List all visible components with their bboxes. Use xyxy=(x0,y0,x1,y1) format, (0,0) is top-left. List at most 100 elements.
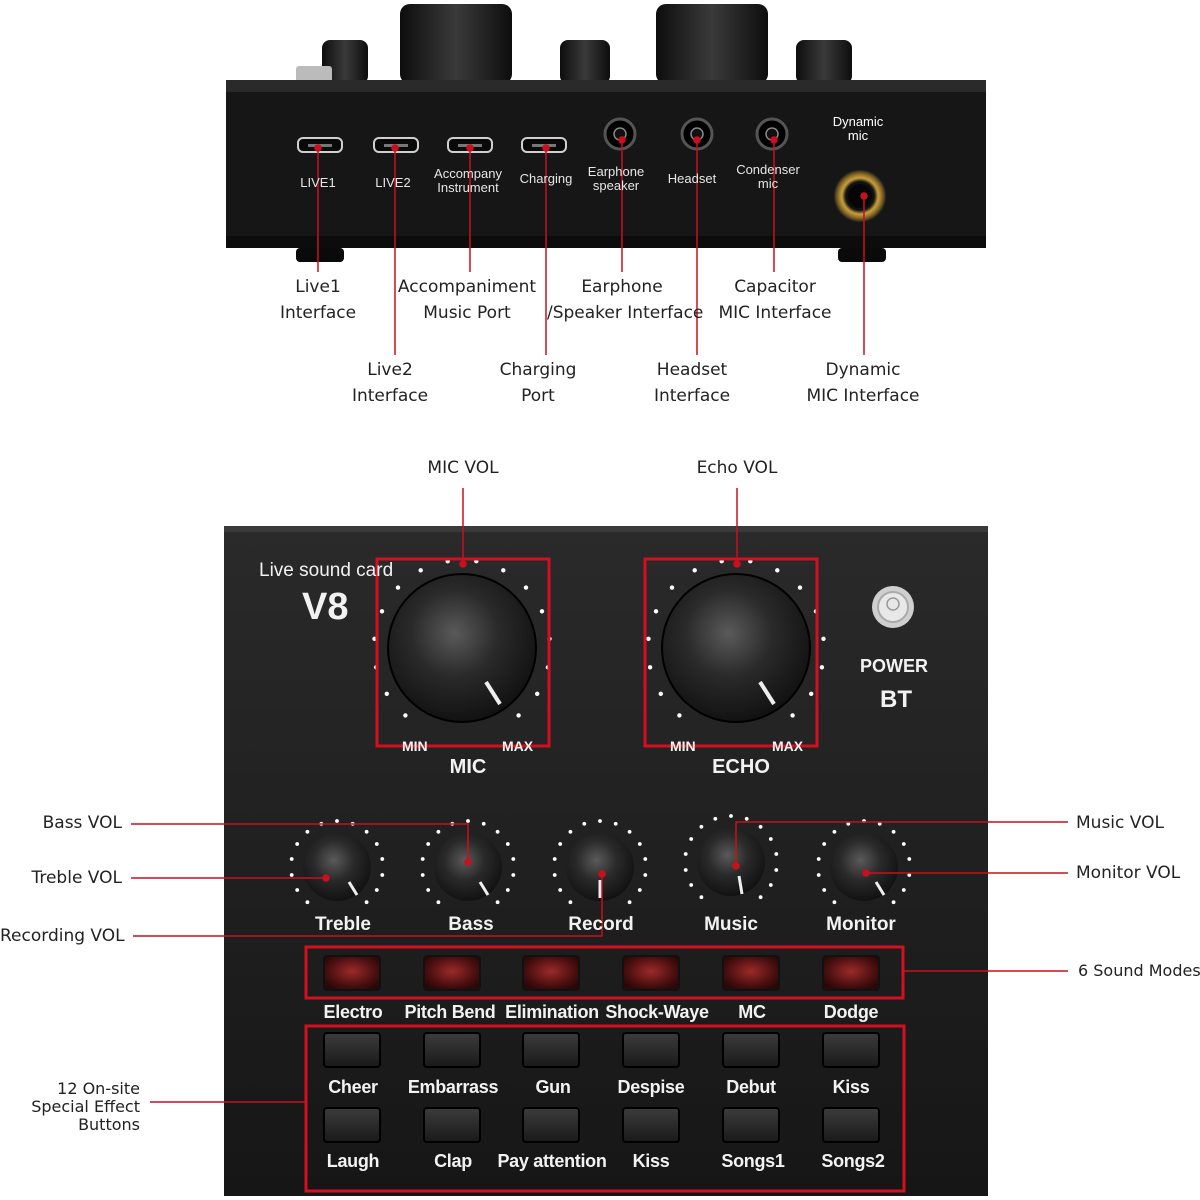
dial-dot xyxy=(822,842,827,846)
callout-mic-vol: MIC VOL xyxy=(427,458,499,478)
sound-mode-button-mc[interactable] xyxy=(722,955,780,991)
effect-button-clap[interactable] xyxy=(423,1107,481,1143)
dial-dot xyxy=(683,852,688,856)
dial-dot xyxy=(481,821,486,826)
dial-dot xyxy=(558,842,563,846)
dial-dot xyxy=(647,665,653,670)
dial-dot xyxy=(466,819,470,823)
callout-capacitor-line2: MIC Interface xyxy=(718,303,832,323)
effect-button-embarrass[interactable] xyxy=(423,1032,481,1068)
dial-dot xyxy=(511,857,516,861)
dial-dot xyxy=(436,829,441,834)
sound-mode-button-dodge[interactable] xyxy=(822,955,880,991)
effect-button-debut[interactable] xyxy=(722,1032,780,1068)
dial-dot xyxy=(758,895,763,900)
effect-button-cheer[interactable] xyxy=(323,1032,381,1068)
sound-mode-buttons xyxy=(323,955,880,991)
music-knob[interactable] xyxy=(697,828,765,896)
echo-min-label: MIN xyxy=(670,738,696,754)
callout-treble-vol: Treble VOL xyxy=(31,868,122,888)
dial-dot xyxy=(380,873,385,877)
effect-button-songs2[interactable] xyxy=(822,1107,880,1143)
dial-dot xyxy=(613,821,618,826)
callout-sound-modes: 6 Sound Modes xyxy=(1078,961,1200,980)
effect-button-despise[interactable] xyxy=(622,1032,680,1068)
dial-dot xyxy=(744,816,749,821)
dial-dot xyxy=(692,568,697,573)
sound-mode-label-electro: Electro xyxy=(323,1002,383,1022)
callout-echo-vol: Echo VOL xyxy=(696,458,778,478)
port-label-accompany: Accompany Instrument xyxy=(434,166,502,195)
jack-condenser-mic xyxy=(755,117,789,151)
dial-dot xyxy=(821,636,826,641)
dial-dot xyxy=(289,873,294,877)
effect-button-songs1[interactable] xyxy=(722,1107,780,1143)
dial-dot xyxy=(295,888,300,892)
monitor-knob-label: Monitor xyxy=(826,914,896,935)
record-knob[interactable] xyxy=(566,833,634,901)
dial-dot xyxy=(535,691,540,696)
effect-button-pay-attention[interactable] xyxy=(522,1107,580,1143)
dial-dot xyxy=(380,857,385,861)
callout-live2-line1: Live2 xyxy=(367,360,413,380)
brand-label: Live sound card xyxy=(259,560,394,581)
dial-dot xyxy=(436,900,441,905)
dial-dot xyxy=(516,713,521,718)
effect-button-kiss-2[interactable] xyxy=(622,1107,680,1143)
power-button[interactable] xyxy=(872,586,914,628)
sound-mode-button-elimination[interactable] xyxy=(522,955,580,991)
callout-live1-line1: Live1 xyxy=(295,277,341,297)
dial-dot xyxy=(395,585,401,590)
dial-dot xyxy=(699,824,704,829)
music-knob-label: Music xyxy=(704,914,758,935)
dial-dot xyxy=(768,837,773,841)
dial-dot xyxy=(379,609,385,614)
dial-dot xyxy=(758,824,763,829)
effect-button-kiss[interactable] xyxy=(822,1032,880,1068)
dial-dot xyxy=(627,829,632,834)
callout-bass-vol: Bass VOL xyxy=(42,813,122,833)
dial-dot xyxy=(775,568,780,573)
dial-dot xyxy=(418,568,423,573)
dial-dot xyxy=(426,888,431,892)
dial-dot xyxy=(832,900,837,905)
echo-max-label: MAX xyxy=(772,738,804,754)
effect-label-despise: Despise xyxy=(617,1077,685,1097)
dial-dot xyxy=(523,585,529,590)
sound-mode-label-pitch-bend: Pitch Bend xyxy=(404,1002,496,1022)
bass-knob[interactable] xyxy=(434,833,502,901)
effect-button-gun[interactable] xyxy=(522,1032,580,1068)
dial-dot xyxy=(495,829,500,834)
sound-mode-label-mc: MC xyxy=(738,1002,766,1022)
dial-dot xyxy=(289,857,294,861)
dial-dot xyxy=(646,636,651,641)
sound-mode-button-pitch-bend[interactable] xyxy=(423,955,481,991)
front-panel xyxy=(224,526,988,1196)
effect-label-gun: Gun xyxy=(535,1077,571,1097)
sound-mode-button-shock-waye[interactable] xyxy=(622,955,680,991)
dial-dot xyxy=(677,713,682,718)
dial-dot xyxy=(683,868,688,872)
callout-dynamic-line2: MIC Interface xyxy=(806,386,920,406)
dial-dot xyxy=(558,888,563,892)
treble-knob[interactable] xyxy=(303,833,371,901)
effect-label-kiss-2: Kiss xyxy=(632,1151,670,1171)
bt-label: BT xyxy=(880,686,912,713)
power-label: POWER xyxy=(860,656,929,676)
callout-charging-line1: Charging xyxy=(499,360,577,380)
effect-button-laugh[interactable] xyxy=(323,1107,381,1143)
effect-label-clap: Clap xyxy=(434,1151,472,1171)
mic-knob[interactable] xyxy=(387,573,537,723)
sound-mode-button-electro[interactable] xyxy=(323,955,381,991)
callout-headset-line2: Interface xyxy=(653,386,731,406)
dial-dot xyxy=(420,873,425,877)
sound-modes-highlight-box xyxy=(304,945,905,1000)
dial-dot xyxy=(658,691,663,696)
monitor-knob[interactable] xyxy=(830,833,898,901)
echo-knob[interactable] xyxy=(661,573,811,723)
callout-effect-buttons: 12 On-site Special Effect Buttons xyxy=(31,1079,140,1134)
